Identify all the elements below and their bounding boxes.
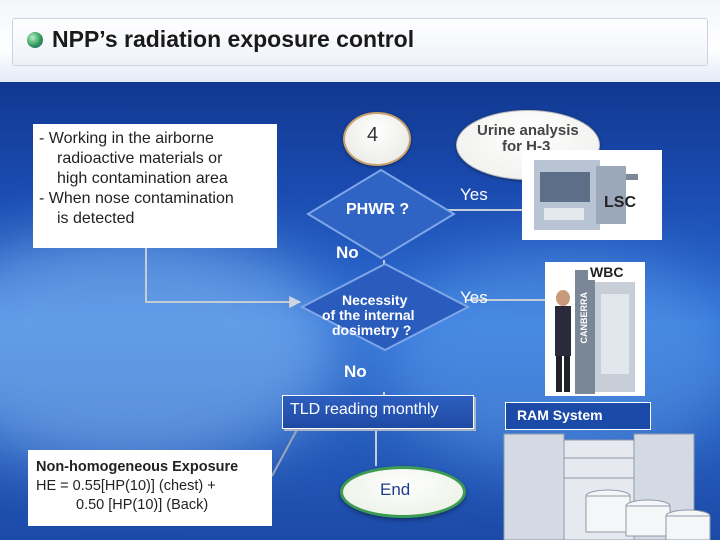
wbc-photo: CANBERRA (545, 262, 645, 396)
title-bar (12, 18, 708, 66)
condition-line: is detected (57, 210, 135, 227)
page-title: NPP’s radiation exposure control (52, 26, 415, 52)
no-label-2: No (344, 362, 367, 381)
end-label: End (380, 480, 411, 499)
server-rack-icon (498, 428, 720, 540)
nonhomogeneous-title: Non-homogeneous Exposure (36, 459, 239, 475)
condition-line: radioactive materials or (57, 150, 223, 167)
badge-number: 4 (367, 124, 379, 146)
condition-line: - When nose contamination (39, 190, 234, 207)
ram-label: RAM System (517, 407, 603, 423)
tld-box (282, 395, 474, 429)
phwr-label: PHWR ? (346, 201, 410, 218)
necessity-line2: of the internal (322, 307, 415, 323)
light-glow (0, 230, 340, 470)
necessity-diamond (299, 262, 471, 352)
nonhomogeneous-box: Non-homogeneous Exposure HE = 0.55[HP(10… (28, 450, 272, 526)
wbc-brand-label: CANBERRA (579, 292, 589, 344)
ram-box (505, 402, 651, 430)
end-oval (340, 466, 466, 518)
badge-4 (343, 112, 411, 166)
necessity-line1: Necessity (342, 292, 408, 308)
condition-box: - Working in the airborne radioactive ma… (33, 124, 277, 248)
tld-label: TLD reading monthly (290, 401, 439, 418)
urine-label-line1: Urine analysis (477, 122, 579, 139)
header: NPP’s radiation exposure control (0, 0, 720, 82)
bullet-icon (27, 32, 43, 48)
condition-line: high contamination area (57, 170, 228, 187)
yes-label-2: Yes (460, 288, 488, 307)
necessity-line3: dosimetry ? (332, 322, 412, 338)
no-label-1: No (336, 243, 359, 262)
condition-line: - Working in the airborne (39, 130, 214, 147)
phwr-diamond (306, 168, 456, 260)
lsc-photo (522, 150, 662, 240)
formula-line-1: HE = 0.55[HP(10)] (chest) + (36, 478, 216, 494)
wbc-label: WBC (588, 264, 626, 280)
formula-line-2: 0.50 [HP(10)] (Back) (76, 497, 209, 513)
yes-label-1: Yes (460, 185, 488, 204)
nonhomo-to-tld-line (271, 423, 301, 477)
lsc-label: LSC (604, 194, 636, 211)
condition-to-necessity-arrow (145, 248, 302, 308)
